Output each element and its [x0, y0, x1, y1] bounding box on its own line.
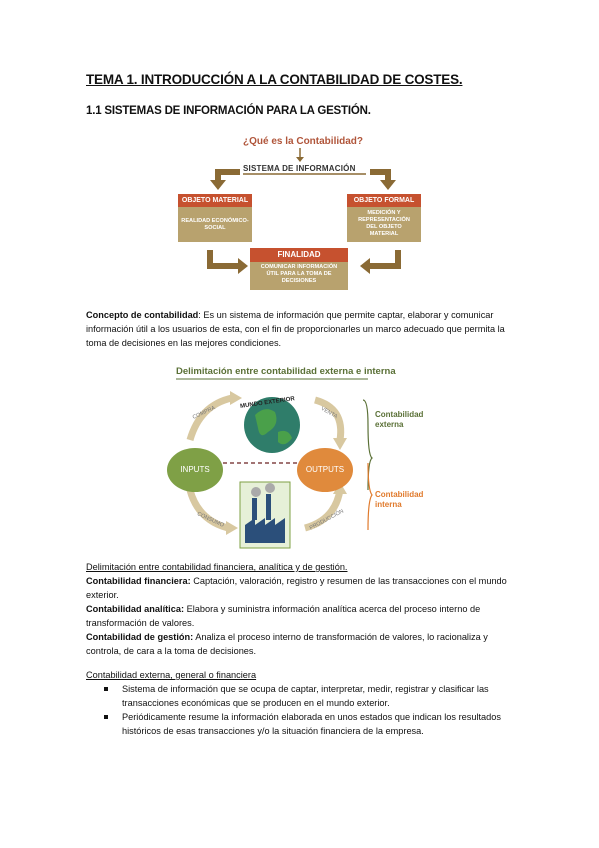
- item-label: Contabilidad financiera:: [86, 576, 191, 586]
- cycle-graphic: [167, 378, 373, 549]
- externa-block: Contabilidad externa, general o financie…: [86, 668, 518, 738]
- finalidad-head: FINALIDAD: [250, 248, 348, 262]
- concepto-paragraph: Concepto de contabilidad: Es un sistema …: [86, 308, 518, 350]
- concepto-label: Concepto de contabilidad: [86, 310, 199, 320]
- section-heading: 1.1 SISTEMAS DE INFORMACIÓN PARA LA GEST…: [86, 105, 371, 117]
- inputs-label: INPUTS: [180, 465, 210, 474]
- externa-bullets: Sistema de información que se ocupa de c…: [86, 682, 518, 738]
- externa-label: Contabilidad externa: [375, 410, 424, 429]
- diagram-arrows: [207, 148, 401, 274]
- delim-item: Contabilidad financiera: Captación, valo…: [86, 574, 518, 602]
- item-text: Captación, valoración, registro y resume…: [86, 576, 507, 600]
- objeto-material-head: OBJETO MATERIAL: [178, 194, 252, 207]
- outputs-node: [297, 448, 353, 492]
- list-item: Sistema de información que se ocupa de c…: [86, 682, 518, 710]
- page-title: TEMA 1. INTRODUCCIÓN A LA CONTABILIDAD D…: [86, 72, 463, 87]
- concepto-text: : Es un sistema de información que permi…: [86, 310, 505, 348]
- item-text: Elabora y suministra información analíti…: [86, 604, 481, 628]
- outputs-label: OUTPUTS: [305, 465, 345, 474]
- delimitacion-title: Delimitación entre contabilidad financie…: [86, 562, 348, 572]
- externa-title: Contabilidad externa, general o financie…: [86, 670, 257, 680]
- inputs-node: [167, 448, 223, 492]
- list-item: Periódicamente resume la información ela…: [86, 710, 518, 738]
- objeto-material-body: REALIDAD ECONÓMICO-SOCIAL: [178, 207, 252, 242]
- interna-label: Contabilidad interna: [375, 490, 424, 509]
- item-text: Analiza el proceso interno de transforma…: [86, 632, 488, 656]
- finalidad-body: COMUNICAR INFORMACIÓN ÚTIL PARA LA TOMA …: [250, 262, 348, 290]
- item-label: Contabilidad analítica:: [86, 604, 185, 614]
- delim-item: Contabilidad de gestión: Analiza el proc…: [86, 630, 518, 658]
- delim-item: Contabilidad analítica: Elabora y sumini…: [86, 602, 518, 630]
- item-label: Contabilidad de gestión:: [86, 632, 194, 642]
- diagram-title-2: Delimitación entre contabilidad externa …: [176, 366, 396, 377]
- objeto-formal-head: OBJETO FORMAL: [347, 194, 421, 207]
- diagram-title: ¿Qué es la Contabilidad?: [243, 136, 364, 147]
- delimitacion-block: Delimitación entre contabilidad financie…: [86, 560, 518, 658]
- objeto-formal-body: MEDICIÓN Y REPRESENTACIÓN DEL OBJETO MAT…: [347, 207, 421, 242]
- system-label: SISTEMA DE INFORMACIÓN: [243, 164, 356, 173]
